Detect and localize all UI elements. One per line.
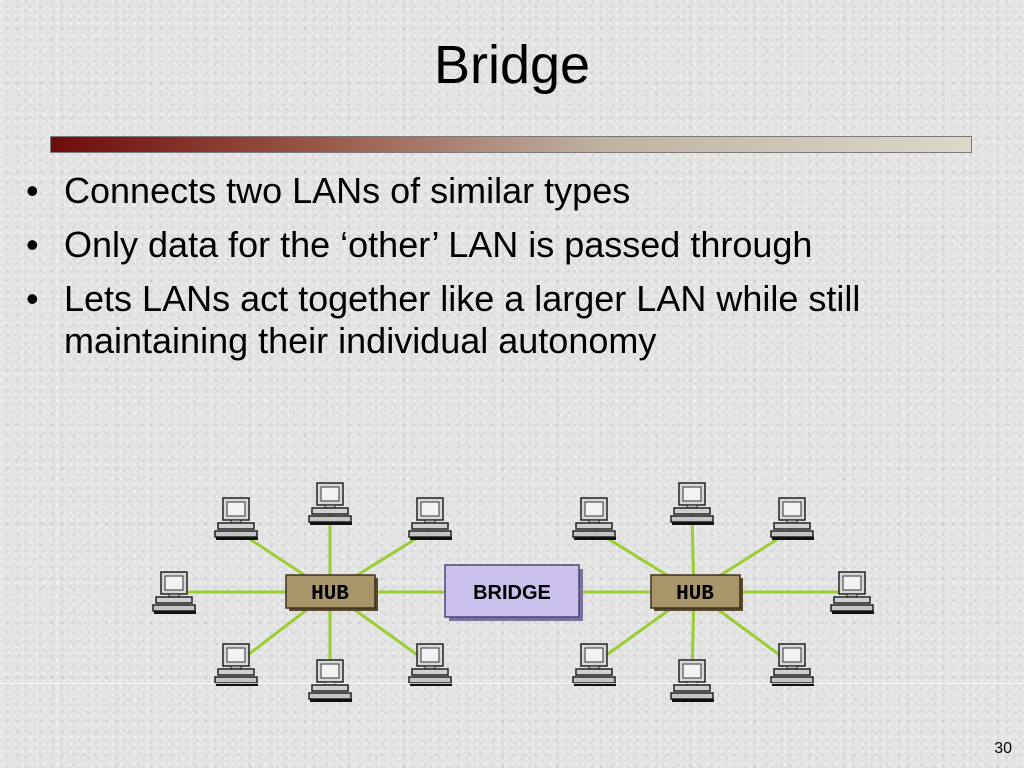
- computer-icon: [670, 659, 714, 703]
- bullet-text: Lets LANs act together like a larger LAN…: [64, 278, 861, 361]
- bullet-text: Only data for the ‘other’ LAN is passed …: [64, 224, 813, 265]
- title-underline-bar: [50, 136, 972, 153]
- computer-icon: [770, 643, 814, 687]
- bullet-marker: •: [26, 224, 39, 265]
- hub-left-label: HUB: [311, 583, 349, 606]
- computer-icon: [572, 643, 616, 687]
- bullet-item: • Connects two LANs of similar types: [26, 170, 1006, 212]
- bridge-label: BRIDGE: [473, 582, 551, 604]
- bullet-marker: •: [26, 278, 39, 319]
- slide-title: Bridge: [433, 35, 591, 95]
- bullet-item: • Only data for the ‘other’ LAN is passe…: [26, 224, 1006, 266]
- computer-icon: [670, 482, 714, 526]
- page-number: 30: [994, 740, 1012, 757]
- bullet-marker: •: [26, 170, 39, 211]
- computer-icon: [308, 482, 352, 526]
- bullet-text: Connects two LANs of similar types: [64, 170, 631, 211]
- computer-icon: [770, 497, 814, 541]
- hub-right: HUB: [650, 574, 743, 611]
- hub-right-label: HUB: [676, 583, 714, 606]
- computer-icon: [408, 643, 452, 687]
- hub-left: HUB: [285, 574, 378, 611]
- computer-icon: [308, 659, 352, 703]
- bridge-network-diagram: HUB BRIDGE HUB: [152, 482, 874, 703]
- footer-divider: [0, 683, 1024, 684]
- bridge-box: BRIDGE: [444, 564, 583, 621]
- computer-icon: [408, 497, 452, 541]
- computer-icon: [214, 497, 258, 541]
- computer-icon: [572, 497, 616, 541]
- bullet-list: • Connects two LANs of similar types • O…: [26, 170, 1006, 374]
- bullet-item: • Lets LANs act together like a larger L…: [26, 278, 1006, 362]
